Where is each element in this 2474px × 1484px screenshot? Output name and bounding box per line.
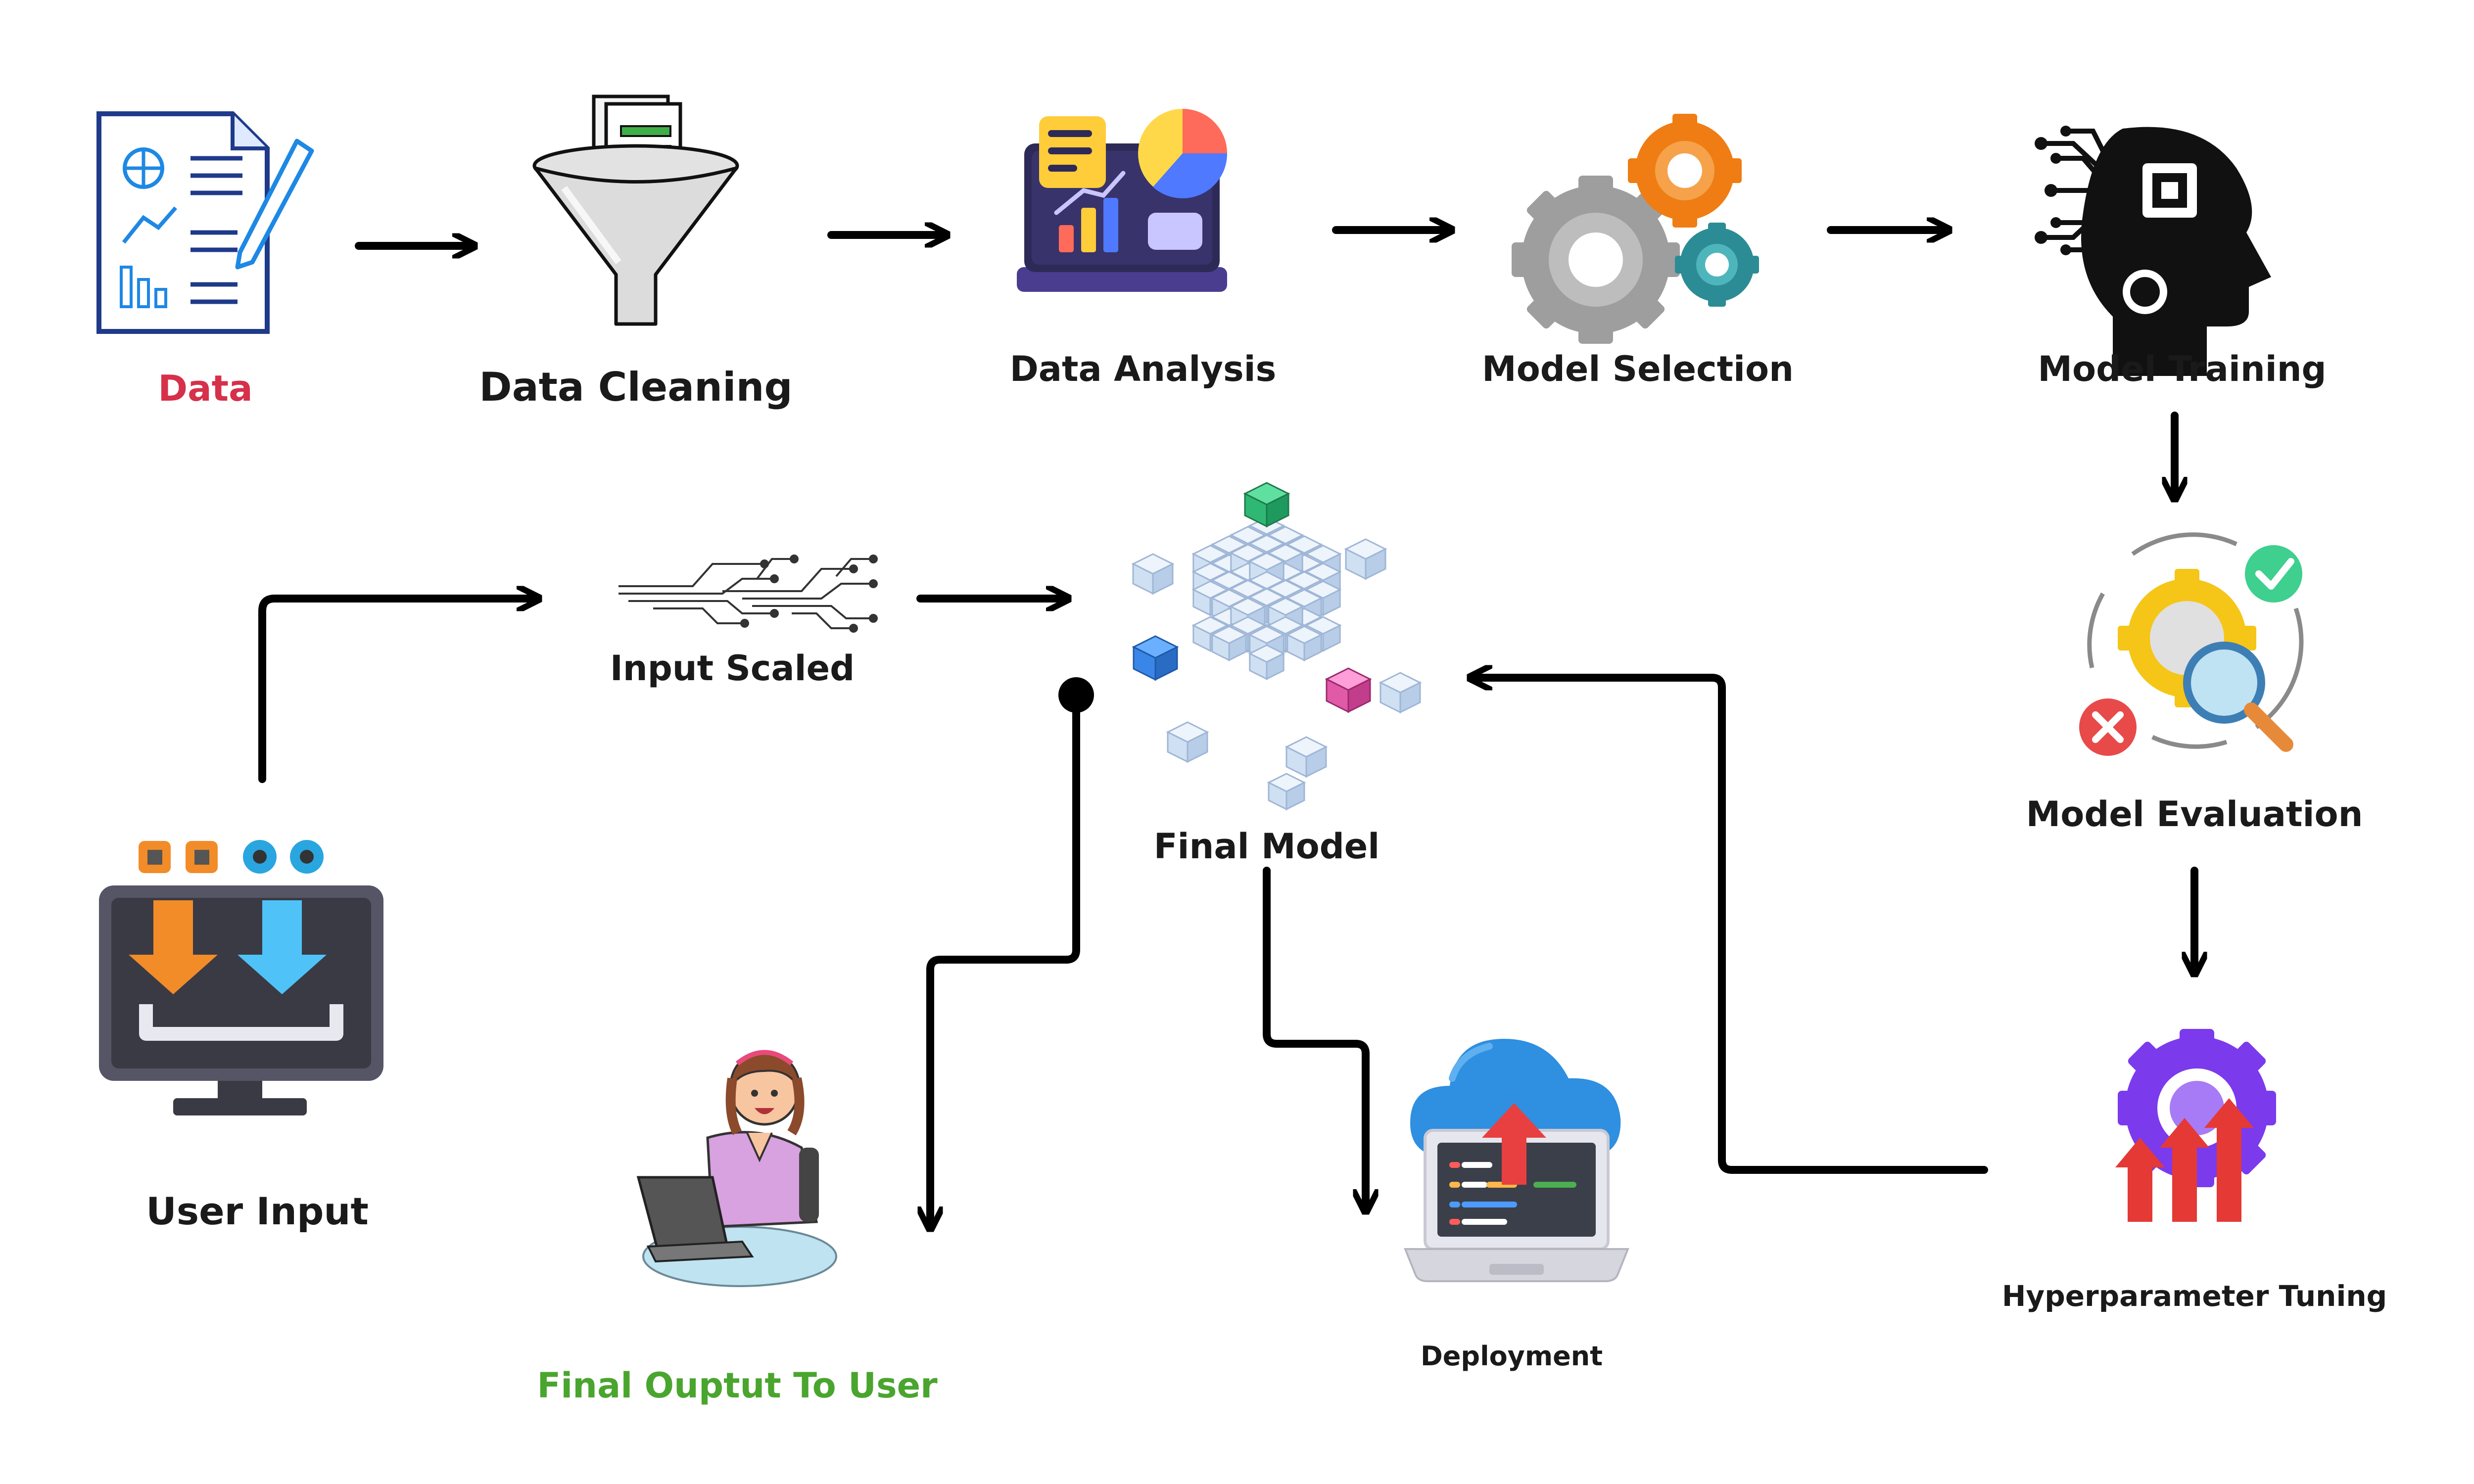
cube-block <box>1166 721 1209 763</box>
label-hyperparameter-tuning: Hyperparameter Tuning <box>2002 1279 2387 1313</box>
cube-block <box>1285 736 1328 778</box>
cube-block <box>1285 625 1323 662</box>
label-input-scaled: Input Scaled <box>610 648 855 689</box>
arrow-user-input-to-scaled <box>258 599 534 783</box>
gear-teal <box>1675 223 1759 307</box>
cube-block <box>1131 553 1175 595</box>
cloud-laptop-icon <box>1404 1039 1629 1282</box>
label-model-selection: Model Selection <box>1482 349 1794 389</box>
cube-block <box>1344 538 1387 580</box>
cube-block <box>1267 773 1306 811</box>
circuit-icon <box>618 555 878 633</box>
label-final-model: Final Model <box>1154 826 1380 867</box>
evaluation-icon <box>2079 532 2304 756</box>
label-data-analysis: Data Analysis <box>1010 349 1277 389</box>
document-chart-icon <box>96 111 314 334</box>
cube-block <box>1132 635 1179 681</box>
connector-start-dot <box>1058 677 1094 713</box>
label-data: Data <box>158 368 252 409</box>
label-deployment: Deployment <box>1421 1341 1603 1372</box>
arrow-final-model-to-deployment <box>1263 867 1366 1207</box>
gear-orange <box>1628 114 1742 228</box>
connectors <box>258 230 2194 1224</box>
dashboard-icon <box>1017 109 1228 292</box>
cube-block <box>1325 667 1372 713</box>
cube-block <box>1379 672 1422 714</box>
label-final-output: Final Ouptut To User <box>537 1365 938 1406</box>
gear-large <box>1512 176 1680 344</box>
funnel-icon <box>532 94 739 326</box>
cube-block <box>1248 644 1285 681</box>
ai-head-icon <box>2035 126 2271 376</box>
label-data-cleaning: Data Cleaning <box>479 364 792 410</box>
monitor-download-icon <box>99 840 383 1115</box>
cube-block <box>1191 580 1229 616</box>
labels: Data Data Cleaning Data Analysis Model S… <box>146 349 2387 1406</box>
cube-block <box>1243 482 1290 528</box>
label-model-evaluation: Model Evaluation <box>2026 794 2363 835</box>
arrow-tuning-to-final-model <box>1475 678 1988 1174</box>
cube-block <box>1210 625 1248 662</box>
gears-icon <box>1512 114 1759 344</box>
label-user-input: User Input <box>146 1189 369 1233</box>
label-model-training: Model Training <box>2038 349 2326 389</box>
cube-icon <box>1131 482 1422 811</box>
gear-arrows-icon <box>2115 1029 2276 1222</box>
girl-laptop-icon <box>636 1050 837 1287</box>
arrow-final-model-to-output <box>930 691 1080 1224</box>
